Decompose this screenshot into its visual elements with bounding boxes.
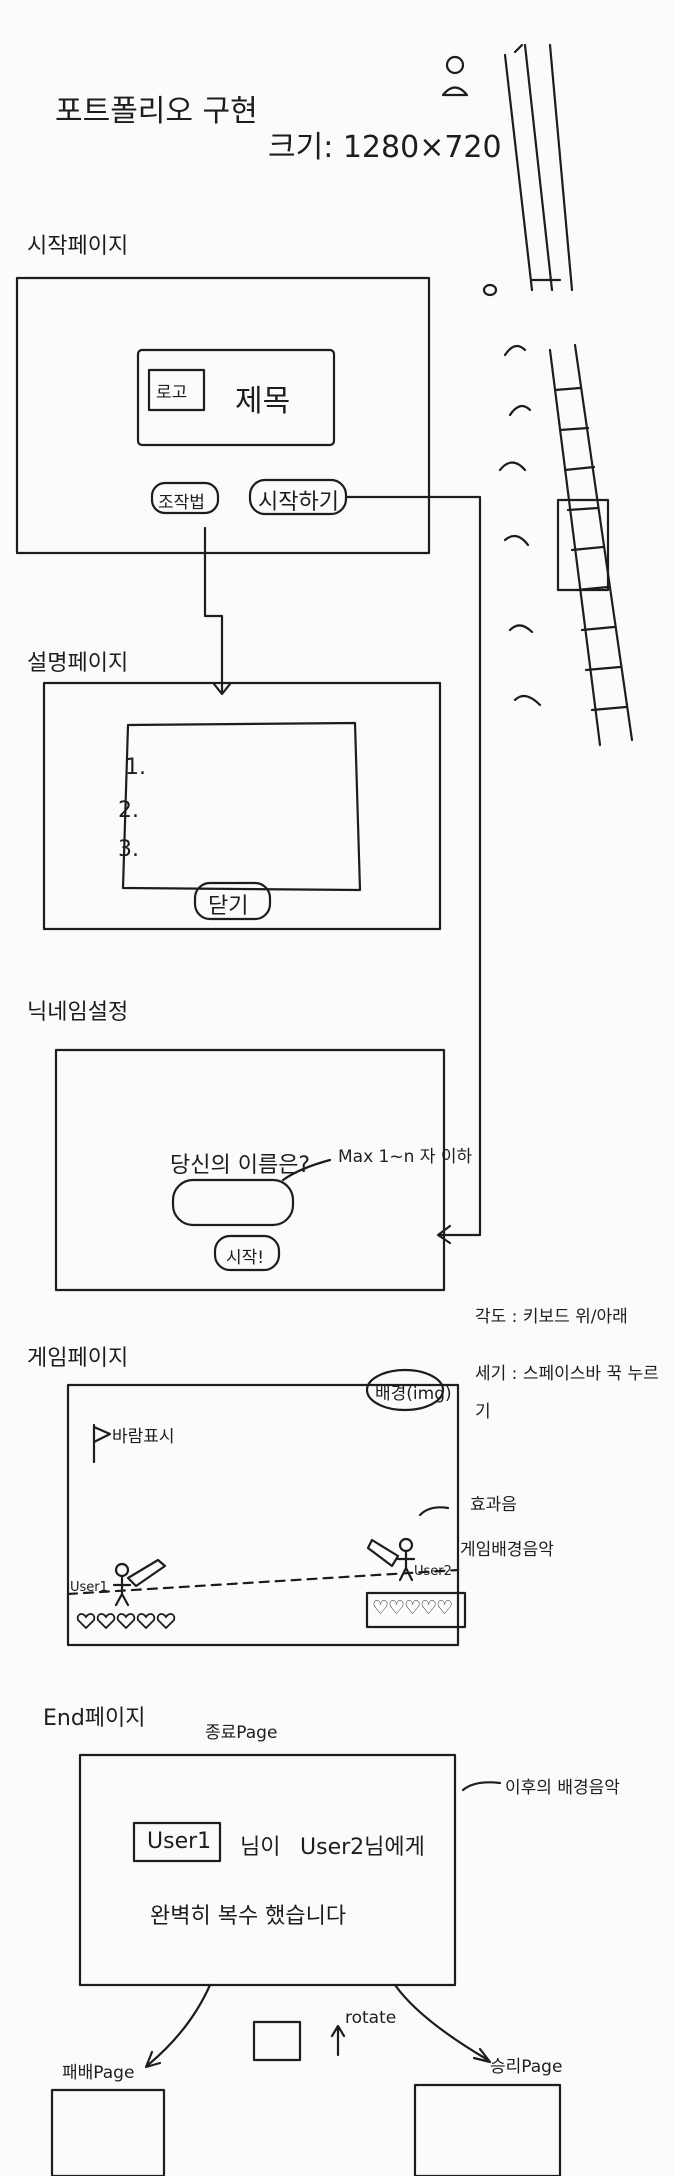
- sketch-ladder-rungs: [553, 386, 628, 712]
- logo-box: [147, 368, 206, 412]
- name-input-shape: [171, 1178, 295, 1227]
- player2-body-icon: [396, 1549, 416, 1582]
- angle-control-note: 각도 : 키보드 위/아래: [475, 1307, 628, 1327]
- sketch-ladder-top: [503, 43, 574, 292]
- power-control-note: 세기 : 스페이스바 꾹 누르기: [475, 1364, 659, 1422]
- sketch-ladder-long: [548, 343, 634, 747]
- rotate-sketch-box: [252, 2020, 302, 2062]
- player1-label: User1: [70, 1580, 108, 1595]
- end-message-part3: 완벽히 복수 했습니다: [150, 1904, 347, 1929]
- sketch-figure-body: [441, 86, 469, 97]
- start-button[interactable]: 시작하기: [258, 490, 339, 515]
- nickname-page-frame: [54, 1048, 446, 1292]
- player1-head-icon: [114, 1562, 130, 1578]
- instruction-item-2: 2.: [118, 798, 139, 823]
- player2-hearts: ♡♡♡♡♡: [372, 1597, 453, 1619]
- player1-body-icon: [112, 1574, 132, 1607]
- name-length-note: Max 1~n 자 이하: [338, 1147, 473, 1167]
- user-box-shape: [132, 1821, 222, 1863]
- wind-flag-icon: [92, 1423, 112, 1464]
- flow-arrow-how: [203, 526, 224, 694]
- arrow-to-win: [393, 1983, 490, 2062]
- arrowhead-lose: [144, 2050, 162, 2069]
- player2-label: User2: [414, 1564, 452, 1579]
- win-page-label: 승리Page: [490, 2057, 563, 2077]
- size-spec: 크기: 1280×720: [268, 130, 502, 165]
- close-button[interactable]: 닫기: [208, 894, 249, 919]
- ground-line: [66, 1568, 460, 1596]
- nickname-start-shape: [213, 1234, 281, 1272]
- end-page-label: End페이지: [43, 1706, 146, 1731]
- sketch-figure-head: [445, 55, 465, 75]
- how-button-shape: [150, 481, 220, 515]
- p2-hearts-box: [365, 1591, 467, 1629]
- sketch-dot: [482, 283, 498, 297]
- flow-arrow-start: [344, 495, 482, 1237]
- instruction-item-3: 3.: [118, 837, 139, 862]
- instruction-item-1: 1.: [125, 755, 146, 780]
- arrowhead-win: [472, 2047, 492, 2064]
- start-page-frame: [15, 276, 431, 555]
- player2-head-icon: [398, 1537, 414, 1553]
- end-message-part1: 님이: [240, 1835, 281, 1860]
- end-page-frame: [78, 1753, 457, 1987]
- winner-name-box: User1: [147, 1829, 212, 1854]
- instructions-page-label: 설명페이지: [27, 651, 129, 676]
- end-message-part2: User2님에게: [300, 1835, 425, 1860]
- player2-cannon-icon: [366, 1538, 400, 1568]
- nickname-start-button[interactable]: 시작!: [226, 1248, 265, 1268]
- lose-page-frame: [50, 2088, 166, 2176]
- lose-page-label: 패배Page: [62, 2063, 135, 2083]
- flow-arrowhead-start: [436, 1224, 452, 1245]
- instructions-page-frame: [42, 681, 442, 931]
- bgm-note: 게임배경음악: [460, 1540, 554, 1560]
- sketch-box-on-ladder: [556, 498, 610, 592]
- arrow-to-lose: [146, 1983, 212, 2067]
- bg-image-label: 배경(img): [375, 1384, 452, 1404]
- sketch-ladder-rung: [513, 43, 562, 282]
- player1-cannon-icon: [126, 1558, 167, 1588]
- start-page-label: 시작페이지: [27, 234, 129, 259]
- sfx-note: 효과음: [470, 1495, 517, 1515]
- title-text: 제목: [235, 384, 291, 419]
- game-page-frame: [66, 1383, 460, 1647]
- page-heading: 포트폴리오 구현: [55, 94, 258, 129]
- wind-indicator-label: 바람표시: [112, 1427, 175, 1447]
- nickname-page-label: 닉네임설정: [27, 1000, 129, 1025]
- title-box: [136, 348, 336, 447]
- note-leader: [281, 1158, 332, 1182]
- flow-arrowhead-how: [212, 682, 232, 696]
- bg-bubble: [365, 1368, 445, 1412]
- end-sub-label: 종료Page: [205, 1723, 278, 1743]
- sketch-scribbles: [498, 344, 542, 707]
- p1-hearts-icon: [76, 1613, 176, 1630]
- close-button-shape: [193, 881, 272, 921]
- bgm-leader: [461, 1781, 502, 1792]
- rotate-arrow: [330, 2024, 346, 2057]
- win-page-frame: [413, 2083, 562, 2176]
- game-page-label: 게임페이지: [27, 1346, 129, 1371]
- end-bgm-note: 이후의 배경음악: [505, 1778, 620, 1798]
- how-to-button[interactable]: 조작법: [158, 493, 205, 513]
- sound-leader: [418, 1506, 450, 1517]
- name-prompt: 당신의 이름은?: [170, 1153, 311, 1178]
- rotate-note: rotate: [345, 2008, 397, 2028]
- logo-text: 로고: [156, 383, 188, 403]
- instructions-panel: [121, 721, 362, 892]
